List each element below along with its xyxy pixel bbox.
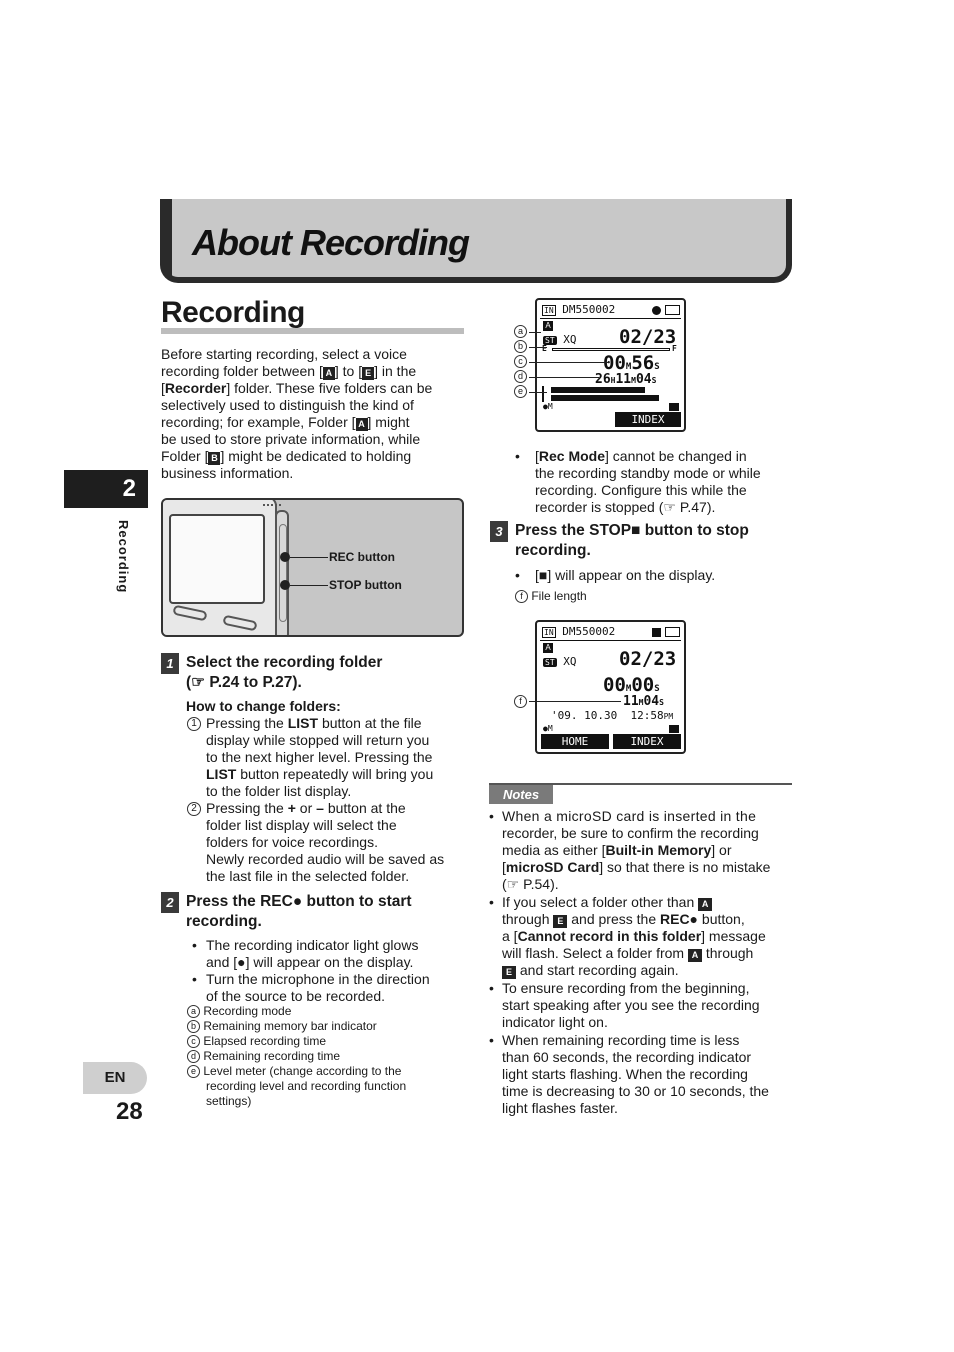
stop-button-dot (280, 580, 290, 590)
step-3-bullets: [■] will appear on the display. (515, 567, 792, 584)
lcd-index-softkey: INDEX (613, 734, 681, 749)
folder-e-icon: E (362, 367, 375, 380)
intro-paragraph: Before starting recording, select a voic… (161, 346, 433, 481)
chapter-title: About Recording (192, 222, 470, 263)
page-number: 28 (116, 1098, 143, 1125)
step-2-callouts: a Recording mode b Remaining memory bar … (187, 1004, 467, 1109)
lcd1-callouts: a b c d e (514, 324, 538, 399)
step-2-title: Press the REC● button to start recording… (186, 893, 412, 930)
lcd-recording-display: IN DM550002 A ST XQ 02/23 E F 00M56S 26H… (535, 298, 686, 432)
stop-button-label: STOP button (329, 578, 402, 592)
callout-d: d Remaining recording time (187, 1049, 467, 1064)
folder-a-icon: A (355, 418, 368, 431)
folder-e-icon: E (502, 966, 516, 979)
lcd-stopped-display: IN DM550002 A ST XQ 02/23 00M00S 11M04S … (535, 620, 686, 754)
language-badge: EN (83, 1062, 147, 1094)
step-3-title: Press the STOP■ button to stop recording… (515, 522, 749, 559)
chapter-banner (160, 199, 792, 283)
folder-a-icon: A (687, 949, 702, 962)
lcd2-callout-f: f (514, 694, 527, 709)
stop-indicator-icon (652, 628, 661, 637)
chapter-side-label: Recording (116, 520, 131, 594)
rec-mode-note: [Rec Mode] cannot be changed in the reco… (515, 448, 792, 516)
step-3-number: 3 (490, 521, 508, 542)
callout-e: e Level meter (change according to the (187, 1064, 467, 1079)
list-item: If you select a folder other than A thro… (489, 894, 793, 979)
list-item: When remaining recording time is less th… (489, 1032, 793, 1117)
lcd-home-softkey: HOME (541, 734, 609, 749)
step-1-number: 1 (161, 653, 179, 674)
lcd-index-softkey: INDEX (615, 412, 681, 427)
recorder-illustration: REC button STOP button (161, 498, 464, 637)
chapter-number-tab: 2 (64, 470, 148, 508)
section-title: Recording (161, 296, 305, 329)
how-item-1: 1 Pressing the LIST button at the file d… (186, 715, 466, 800)
step-1-title: Select the recording folder (☞ P.24 to P… (186, 654, 383, 691)
how-item-2: 2 Pressing the + or – button at the fold… (186, 800, 466, 885)
step-1-how: How to change folders: 1 Pressing the LI… (186, 698, 466, 885)
folder-e-icon: E (553, 915, 568, 928)
callout-a: a Recording mode (187, 1004, 467, 1019)
list-item: To ensure recording from the beginning, … (489, 980, 793, 1031)
step-2-number: 2 (161, 892, 179, 913)
folder-a-icon: A (322, 367, 335, 380)
section-rule (161, 328, 464, 334)
callout-f: f File length (515, 589, 587, 604)
folder-b-icon: B (208, 452, 221, 465)
how-to-change-title: How to change folders: (186, 698, 341, 714)
callout-c: c Elapsed recording time (187, 1034, 467, 1049)
rec-button-label: REC button (329, 550, 395, 564)
callout-b: b Remaining memory bar indicator (187, 1019, 467, 1034)
notes-rule (489, 783, 792, 785)
rec-indicator-icon (652, 306, 661, 315)
notes-label: Notes (489, 785, 553, 804)
list-item: When a microSD card is inserted in the r… (489, 808, 793, 893)
battery-icon (665, 627, 680, 637)
list-item: [■] will appear on the display. (515, 567, 792, 584)
folder-a-icon: A (698, 898, 713, 911)
battery-icon (665, 305, 680, 315)
notes-list: When a microSD card is inserted in the r… (489, 808, 793, 1117)
list-item: [Rec Mode] cannot be changed in the reco… (515, 448, 792, 516)
rec-button-dot (280, 552, 290, 562)
